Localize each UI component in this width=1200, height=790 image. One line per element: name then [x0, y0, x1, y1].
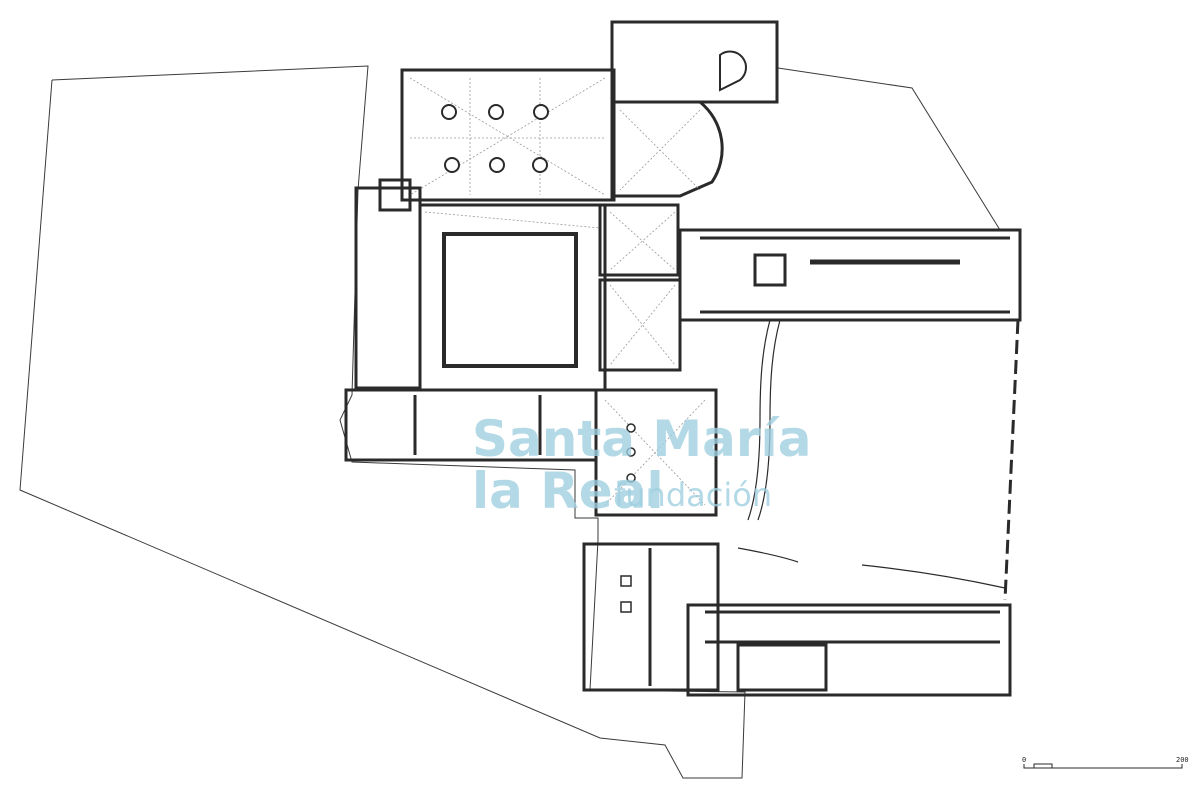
south-range-vaults: [604, 399, 706, 506]
watermark-subtitle: fundación: [614, 476, 773, 514]
scale-end-label: 200: [1176, 756, 1189, 764]
scale-bar: [1023, 763, 1183, 769]
south-range: [344, 388, 718, 517]
east-boundary-wall: [1003, 319, 1020, 601]
cloister: [354, 186, 682, 392]
church: [378, 20, 779, 212]
site-boundary-east: [777, 67, 1001, 231]
south-range-piers: [626, 423, 636, 483]
church-piers: [441, 104, 549, 173]
water-channel: [747, 319, 771, 521]
watermark-title-line1: Santa María: [472, 410, 812, 468]
site-boundary: [19, 65, 746, 779]
south-east-piers: [620, 575, 632, 613]
south-east-buildings: [582, 542, 1012, 697]
channel-curve-right: [861, 564, 1006, 589]
east-wing: [678, 228, 1022, 322]
scale-start-label: 0: [1022, 756, 1027, 764]
watermark-title-line2: la Real: [472, 462, 664, 520]
church-vaults: [409, 77, 701, 196]
channel-curve-left: [737, 547, 799, 563]
water-channel-edge: [757, 319, 781, 521]
cloister-vaults: [424, 211, 676, 366]
